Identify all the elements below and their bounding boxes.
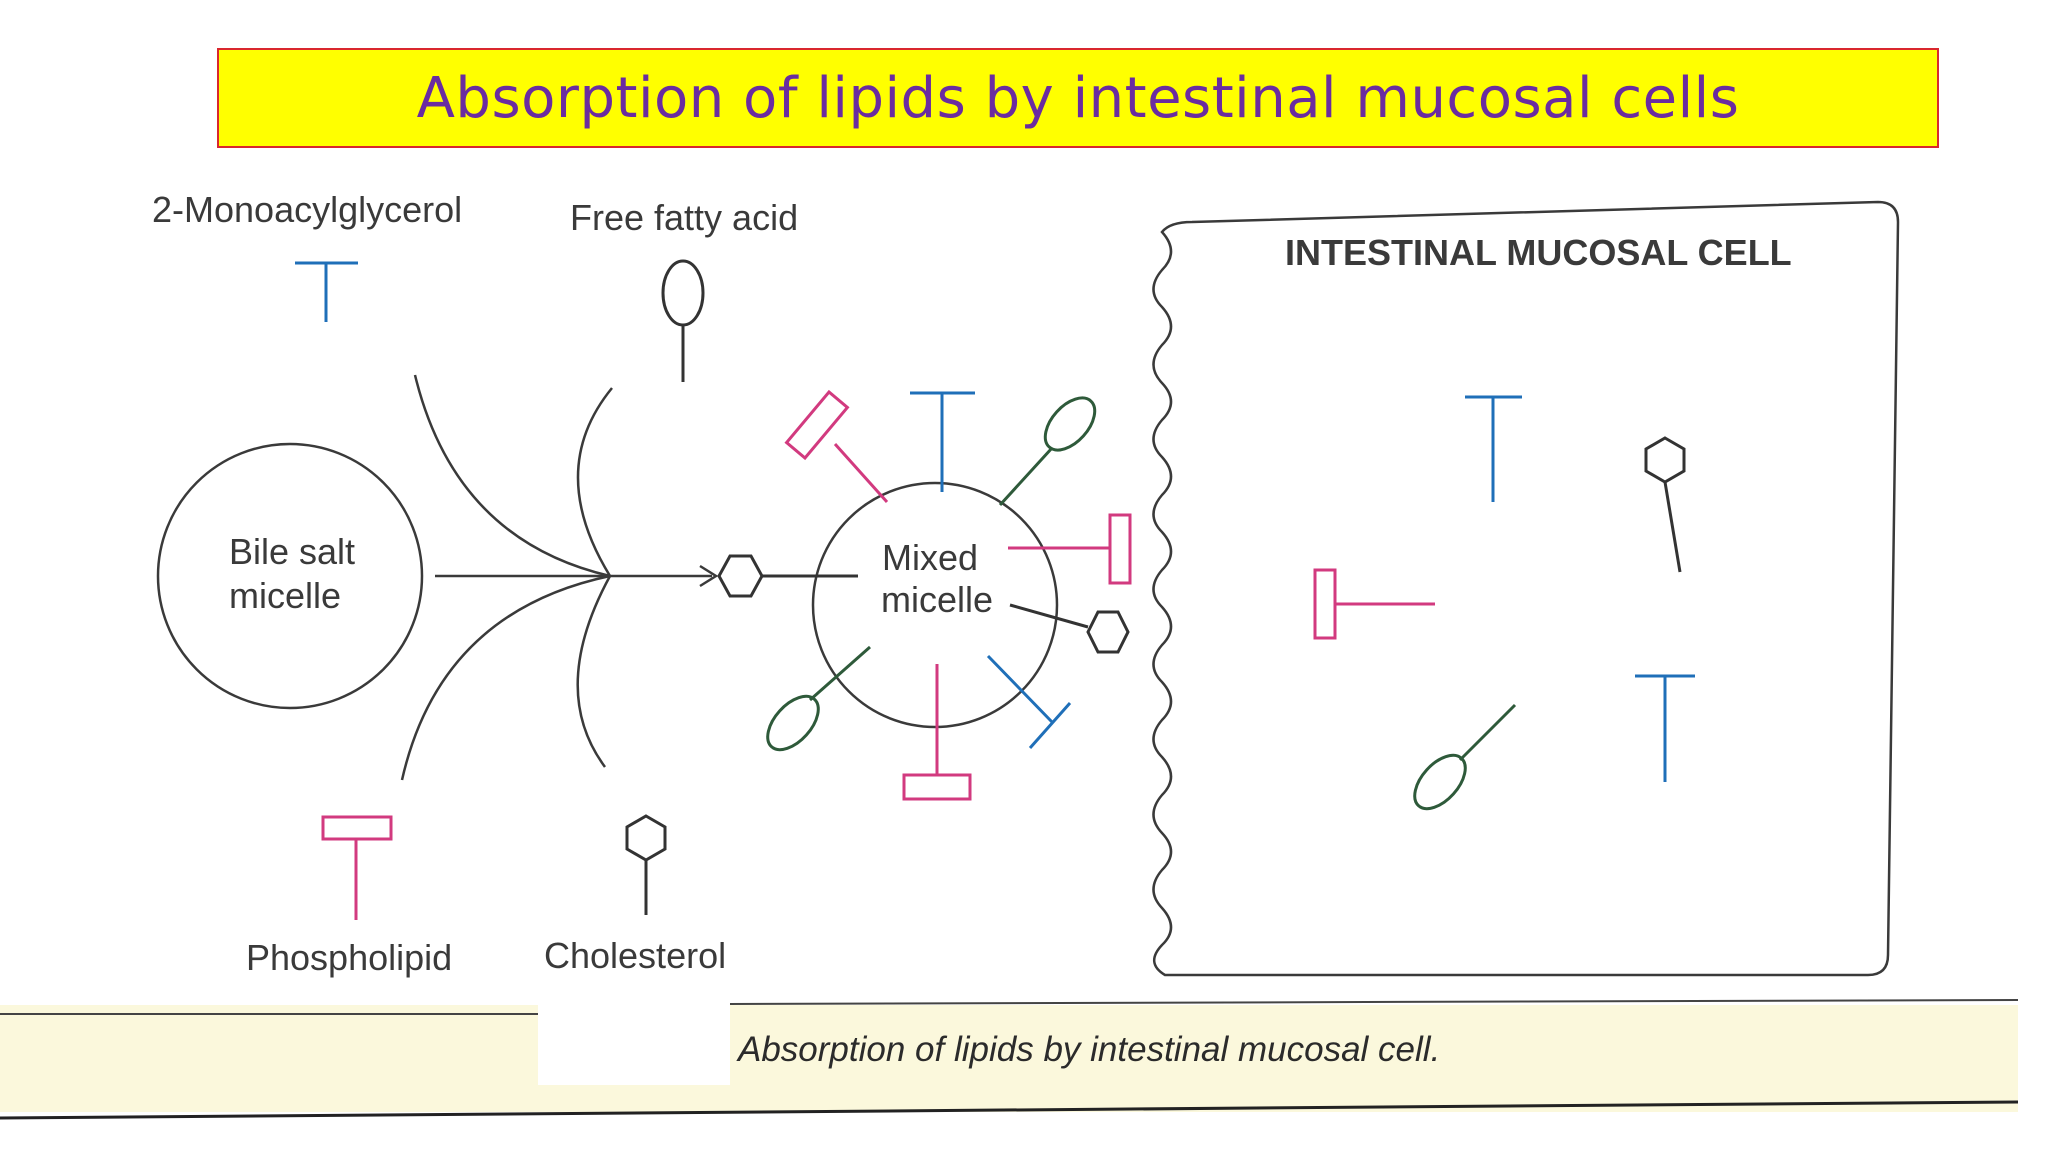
title-banner: Absorption of lipids by intestinal mucos… (217, 48, 1939, 148)
mixed-micelle: Mixed micelle (717, 389, 1132, 801)
caption-band (0, 1005, 2018, 1112)
cholesterol-legend: Cholesterol (544, 814, 726, 976)
intestinal-mucosal-cell: INTESTINAL MUCOSAL CELL (1152, 200, 1900, 977)
cell-cholesterol (1644, 436, 1686, 573)
bile-salt-micelle: Bile salt micelle (156, 442, 424, 710)
micelle-phospholipid-right (1008, 513, 1132, 585)
micelle-fatty-acid-bottom-left (766, 645, 871, 752)
free-fatty-acid-label: Free fatty acid (570, 197, 798, 238)
cell-phospholipid (1313, 568, 1435, 640)
figure-caption: Absorption of lipids by intestinal mucos… (738, 1030, 1441, 1069)
phospholipid-icon (321, 815, 393, 920)
micelle-cholesterol-left (717, 554, 858, 598)
convergence-curves (400, 374, 719, 781)
cell-fatty-acid (1413, 703, 1517, 811)
cholesterol-icon (625, 814, 667, 915)
free-fatty-acid-icon (661, 259, 705, 382)
intestinal-cell-label: INTESTINAL MUCOSAL CELL (1285, 232, 1792, 273)
bile-salt-label-line1: Bile salt (229, 531, 355, 572)
free-fatty-acid-legend: Free fatty acid (570, 197, 798, 382)
micelle-fatty-acid-top-right (998, 396, 1097, 507)
page-title: Absorption of lipids by intestinal mucos… (416, 65, 1740, 131)
mixed-micelle-label-line2: micelle (881, 579, 993, 620)
phospholipid-label: Phospholipid (246, 937, 452, 978)
micelle-phospholipid-top-left (784, 389, 889, 504)
cholesterol-label: Cholesterol (544, 935, 726, 976)
micelle-monoacylglycerol-bottom-right (986, 654, 1072, 749)
cell-monoacylglycerol-bottom (1635, 674, 1695, 782)
caption-blank-patch (538, 1005, 730, 1085)
monoacylglycerol-icon (295, 261, 358, 322)
phospholipid-legend: Phospholipid (246, 815, 452, 978)
micelle-cholesterol-right (1009, 603, 1130, 654)
micelle-monoacylglycerol-top (910, 391, 975, 492)
monoacylglycerol-label: 2-Monoacylglycerol (152, 189, 462, 230)
monoacylglycerol-legend: 2-Monoacylglycerol (152, 189, 462, 322)
cell-monoacylglycerol-top (1465, 395, 1522, 502)
micelle-phospholipid-bottom (902, 664, 972, 801)
mixed-micelle-label-line1: Mixed (882, 537, 978, 578)
bile-salt-label-line2: micelle (229, 575, 341, 616)
